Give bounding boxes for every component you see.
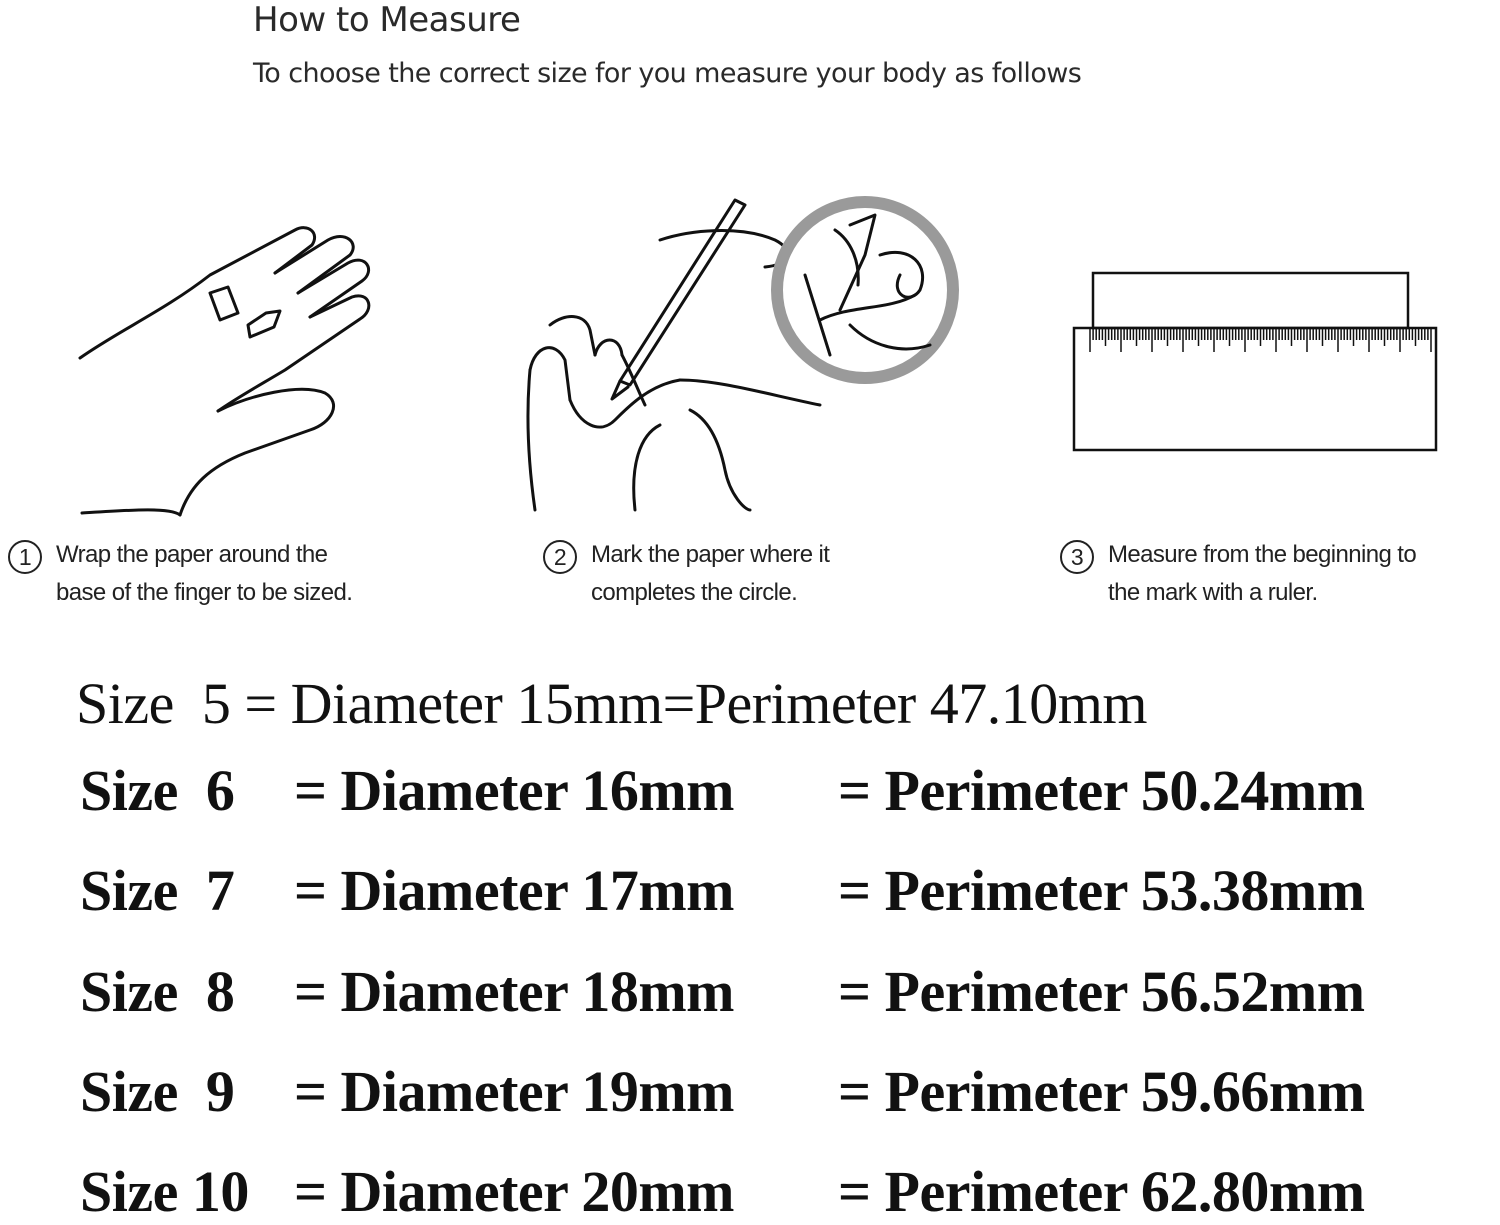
- step-3: 3 Measure from the beginning to the mark…: [1060, 536, 1417, 612]
- pen-mark-paper-icon: [526, 196, 959, 512]
- step-2-text: Mark the paper where it completes the ci…: [591, 541, 830, 606]
- step-3-text: Measure from the beginning to the mark w…: [1108, 541, 1417, 606]
- size-row-5: Size 5 = Diameter 15mm=Perimeter 47.10mm: [76, 670, 1147, 737]
- size-row-10: Size 10 = Diameter 20mm = Perimeter 62.8…: [80, 1158, 1365, 1225]
- size-row-8: Size 8 = Diameter 18mm = Perimeter 56.52…: [80, 958, 1365, 1025]
- size-label: Size 10: [80, 1159, 249, 1224]
- perimeter-value: = Perimeter 56.52mm: [838, 959, 1365, 1024]
- diameter-value: = Diameter 18mm: [294, 959, 735, 1024]
- step-1-text: Wrap the paper around the base of the fi…: [56, 541, 353, 606]
- perimeter-value: = Perimeter 53.38mm: [838, 858, 1365, 923]
- size-label: Size 5: [76, 671, 231, 736]
- diameter-value: = Diameter 17mm: [294, 858, 735, 923]
- step-number-3: 3: [1060, 540, 1094, 574]
- diameter-value: = Diameter 19mm: [294, 1059, 735, 1124]
- perimeter-value: = Perimeter 50.24mm: [838, 758, 1365, 823]
- size-label: Size 9: [80, 1059, 235, 1124]
- diameter-value: = Diameter 15mm: [244, 671, 663, 736]
- perimeter-value: = Perimeter 59.66mm: [838, 1059, 1365, 1124]
- diameter-value: = Diameter 20mm: [294, 1159, 735, 1224]
- ruler-icon: [1072, 271, 1438, 452]
- step-number-2: 2: [543, 540, 577, 574]
- size-label: Size 7: [80, 858, 235, 923]
- step-number-1: 1: [8, 540, 42, 574]
- size-row-7: Size 7 = Diameter 17mm = Perimeter 53.38…: [80, 857, 1365, 924]
- diameter-value: = Diameter 16mm: [294, 758, 735, 823]
- hand-wrap-paper-icon: [78, 226, 371, 517]
- size-label: Size 6: [80, 758, 235, 823]
- page-subtitle: To choose the correct size for you measu…: [253, 58, 1082, 89]
- size-row-9: Size 9 = Diameter 19mm = Perimeter 59.66…: [80, 1058, 1365, 1125]
- perimeter-value: =Perimeter 47.10mm: [662, 671, 1148, 736]
- step-2: 2 Mark the paper where it completes the …: [543, 536, 830, 612]
- perimeter-value: = Perimeter 62.80mm: [838, 1159, 1365, 1224]
- size-label: Size 8: [80, 959, 235, 1024]
- page-title: How to Measure: [253, 0, 521, 40]
- step-1: 1 Wrap the paper around the base of the …: [8, 536, 353, 612]
- size-row-6: Size 6 = Diameter 16mm = Perimeter 50.24…: [80, 757, 1365, 824]
